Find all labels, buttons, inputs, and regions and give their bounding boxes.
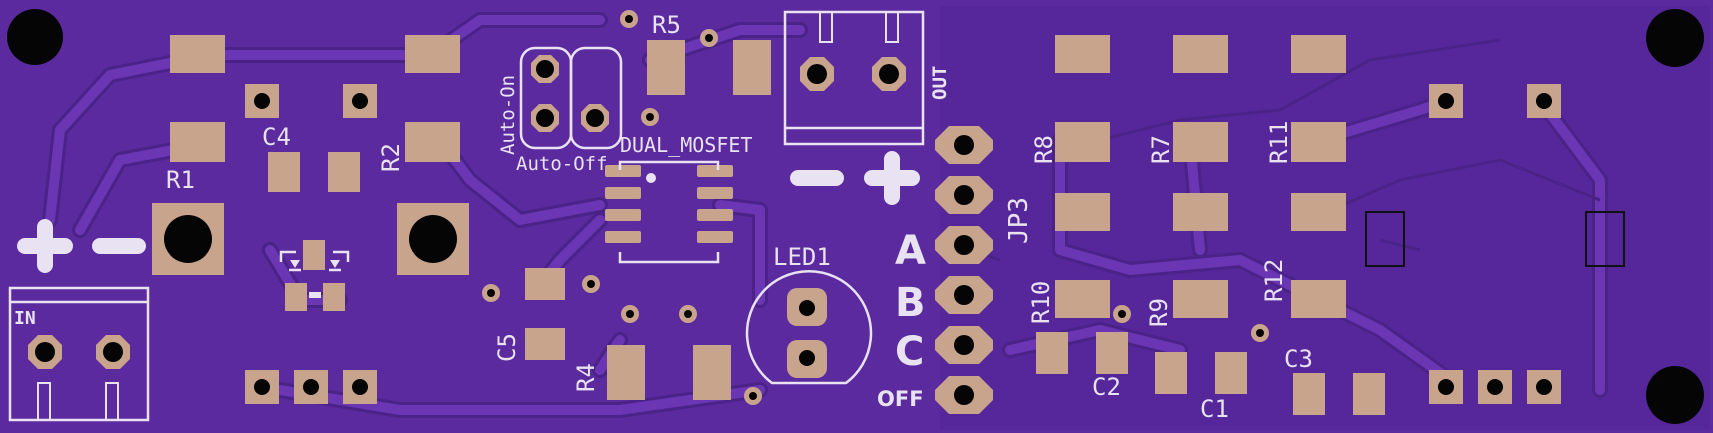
label-r1: R1 [166,166,195,194]
pad [1055,193,1110,231]
label-r10: R10 [1027,281,1055,324]
pad [1173,193,1228,231]
pad [1036,332,1068,374]
tht-square-pads [245,84,1561,404]
pad [303,240,325,270]
pad [697,231,733,243]
pad [170,122,225,162]
smd-pads [152,35,1385,415]
vias [482,10,1269,405]
plus-icon [864,151,920,205]
pad [1291,193,1346,231]
label-c5: C5 [493,333,521,362]
pad [1173,280,1228,318]
label-mode-c: C [895,329,924,375]
pad [1291,122,1346,162]
mosfet-outline [618,160,720,264]
mounting-hole [1646,9,1704,67]
label-led1: LED1 [773,243,831,271]
pad [605,165,641,177]
pad [697,165,733,177]
label-r2: R2 [377,143,405,172]
pad [323,283,345,311]
jp3-header [935,126,993,414]
label-mode-b: B [895,280,926,326]
pad [1096,332,1128,374]
pad [1155,352,1187,394]
drill-hole [409,215,457,263]
outline-box [1585,211,1625,267]
out-terminal-block [783,10,925,146]
pad [1173,35,1228,73]
label-auto-off: Auto-Off [516,153,608,175]
pad [605,187,641,199]
pad [605,231,641,243]
label-r7: R7 [1147,135,1175,164]
pad [1291,280,1346,318]
label-dual-mosfet: DUAL_MOSFET [620,133,752,157]
label-c1: C1 [1200,395,1229,423]
auto-jumper [519,46,623,150]
pad [697,209,733,221]
pad [170,35,225,73]
minus-icon [790,170,844,186]
label-r11: R11 [1265,121,1293,164]
label-in: IN [14,308,36,329]
drill-hole [164,215,212,263]
pad [697,187,733,199]
pad [525,328,565,360]
label-mode-a: A [895,228,926,274]
label-mode-off: OFF [877,387,924,411]
pad [405,35,460,73]
pad [328,152,360,192]
pad [605,209,641,221]
label-r4: R4 [572,363,600,392]
diode-outline [279,250,350,298]
label-c3: C3 [1284,345,1313,373]
pad [1055,280,1110,318]
label-r8: R8 [1030,135,1058,164]
led1-footprint [745,270,873,385]
pad [268,152,300,192]
pad [647,40,685,95]
mounting-hole [7,9,63,65]
pad [693,345,731,400]
pad [1055,122,1110,162]
label-c2: C2 [1092,373,1121,401]
pad [733,40,771,95]
mounting-holes [7,9,1704,424]
pad [1293,373,1325,415]
plus-icon [17,219,73,273]
in-terminal-block [8,286,150,422]
pad [285,283,307,311]
pad [525,268,565,300]
label-r12: R12 [1260,259,1288,302]
label-r9: R9 [1145,298,1173,327]
label-out: OUT [929,66,951,100]
pad [1055,35,1110,73]
pad [1353,373,1385,415]
minus-icon [92,238,146,254]
label-jp3: JP3 [1004,197,1034,244]
label-c4: C4 [262,123,291,151]
outline-box [1365,211,1405,267]
pad [1173,122,1228,162]
pad [405,122,460,162]
label-r5: R5 [652,11,681,39]
pad [607,345,645,400]
mounting-hole [1646,366,1704,424]
label-auto-on: Auto-On [497,75,519,155]
pad [1291,35,1346,73]
pad [1215,352,1247,394]
